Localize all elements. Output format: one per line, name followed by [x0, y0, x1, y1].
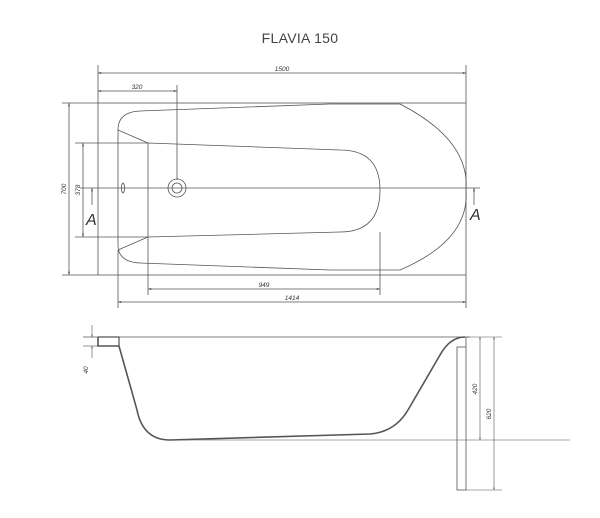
outer-rim — [97, 102, 467, 276]
dim-bottom-length: 949 — [259, 282, 270, 289]
tub-profile — [97, 336, 466, 441]
basin-outline — [117, 103, 467, 271]
side-dimension-labels: 40 420 620 — [83, 366, 493, 419]
section-marker-left: A — [85, 212, 97, 229]
dim-depth: 420 — [472, 383, 479, 394]
dim-rim-thickness: 40 — [83, 366, 90, 374]
front-panel — [456, 346, 467, 491]
section-marker-right: A — [469, 207, 481, 224]
plan-dimension-labels: 1500 320 700 378 949 1414 A A — [61, 66, 481, 302]
dim-drain-offset: 320 — [132, 84, 143, 91]
dim-overall-width: 700 — [61, 183, 68, 194]
drawing-title: FLAVIA 150 — [261, 30, 339, 46]
basin-bottom — [147, 142, 381, 238]
dim-inner-width: 378 — [75, 184, 82, 195]
dim-overall-length: 1500 — [275, 66, 290, 73]
dim-inner-length: 1414 — [285, 295, 300, 302]
plan-view — [62, 65, 480, 308]
dim-total-height: 620 — [486, 408, 493, 419]
side-view — [83, 325, 570, 491]
